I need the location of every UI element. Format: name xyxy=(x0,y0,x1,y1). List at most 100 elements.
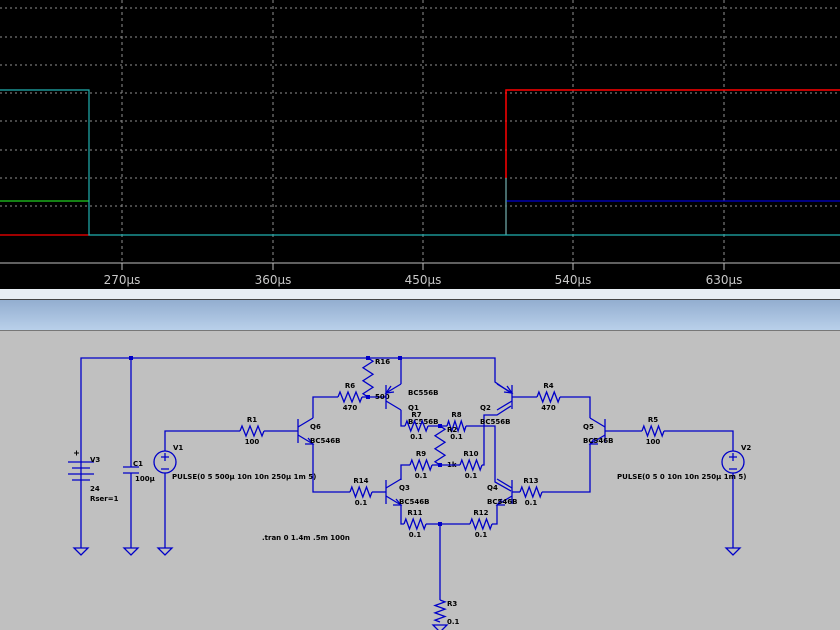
resistor-value: 0.1 xyxy=(409,531,422,539)
resistor-name: R8 xyxy=(451,411,461,419)
transistor-model: BC556B xyxy=(408,389,438,397)
schematic-title-bar[interactable] xyxy=(0,300,840,331)
transistor-lead xyxy=(385,495,402,506)
resistor-r4[interactable] xyxy=(536,390,561,404)
polarity-icon xyxy=(729,453,737,470)
transistor-name: Q3 xyxy=(399,484,410,492)
resistor-r12[interactable] xyxy=(469,517,493,531)
resistor-name: R1 xyxy=(247,416,257,424)
resistor-r6[interactable] xyxy=(337,390,363,404)
trace-cyan xyxy=(0,89,840,236)
junction-dot xyxy=(398,356,402,360)
resistor-r16[interactable] xyxy=(361,357,375,398)
transistor-lead xyxy=(385,383,402,394)
transistor-lead xyxy=(385,478,402,489)
resistor-value: 0.1 xyxy=(447,618,460,626)
transistor-lead xyxy=(297,434,314,445)
resistor-r13[interactable] xyxy=(519,485,543,499)
transistor-model: BC546B xyxy=(583,437,613,445)
transistor-lead xyxy=(495,498,505,506)
resistor-r2[interactable] xyxy=(433,425,447,466)
resistor-value: 100 xyxy=(245,438,260,446)
wire xyxy=(492,505,498,525)
resistor-value: 0.1 xyxy=(415,472,428,480)
label: C1 xyxy=(133,460,143,468)
source-name: V2 xyxy=(741,444,751,452)
resistor-r3[interactable] xyxy=(433,599,447,623)
x-tick-label: 540µs xyxy=(555,273,592,287)
wire xyxy=(560,396,591,418)
resistor-name: R12 xyxy=(473,509,488,517)
transistor-lead xyxy=(588,437,598,445)
transistor-lead xyxy=(496,495,513,506)
resistor-value: 470 xyxy=(343,404,358,412)
ground-symbol xyxy=(156,547,174,556)
junction-dot xyxy=(438,463,442,467)
wire xyxy=(400,464,410,480)
source-name: V1 xyxy=(173,444,183,452)
transistor-q4[interactable] xyxy=(495,478,513,506)
resistor-name: R6 xyxy=(345,382,355,390)
resistor-name: R11 xyxy=(407,509,422,517)
resistor-name: R4 xyxy=(543,382,553,390)
resistor-r7[interactable] xyxy=(404,419,429,433)
resistor-value: 0.1 xyxy=(465,472,478,480)
transistor-name: Q2 xyxy=(480,404,491,412)
label: Rser=1 xyxy=(90,495,119,503)
resistor-name: R5 xyxy=(648,416,658,424)
transistor-lead xyxy=(496,383,513,394)
capacitor-c1[interactable] xyxy=(123,466,139,474)
source-value: PULSE(0 5 500µ 10n 10n 250µ 1m 5) xyxy=(172,473,316,481)
resistor-value: 100 xyxy=(646,438,661,446)
resistor-r1[interactable] xyxy=(239,424,265,438)
battery-v3[interactable] xyxy=(68,461,94,481)
resistor-r5[interactable] xyxy=(641,424,665,438)
resistor-r11[interactable] xyxy=(403,517,427,531)
source-value: PULSE(0 5 0 10n 10n 250µ 1m 5) xyxy=(617,473,746,481)
resistor-name: R10 xyxy=(463,450,478,458)
resistor-r9[interactable] xyxy=(409,458,433,472)
transistor-lead xyxy=(384,385,395,394)
ground-symbol xyxy=(724,547,742,556)
label: 24 xyxy=(90,485,100,493)
transistor-name: Q1 xyxy=(408,404,419,412)
transistor-lead xyxy=(589,417,606,428)
x-tick-label: 450µs xyxy=(405,273,442,287)
resistor-name: R9 xyxy=(416,450,426,458)
transistor-lead xyxy=(385,400,402,411)
x-tick-label: 630µs xyxy=(706,273,743,287)
transistor-lead xyxy=(496,478,513,489)
transistor-q1[interactable] xyxy=(384,383,402,411)
resistor-r8[interactable] xyxy=(446,418,467,434)
wire xyxy=(664,430,734,451)
plus-icon xyxy=(74,450,79,456)
wire xyxy=(312,444,350,493)
wire xyxy=(482,405,512,466)
resistor-name: R14 xyxy=(353,477,368,485)
resistor-value: 0.1 xyxy=(475,531,488,539)
transistor-lead xyxy=(496,400,513,411)
resistor-value: 0.1 xyxy=(525,499,538,507)
polarity-icon xyxy=(161,453,169,470)
transistor-model: BC546B xyxy=(310,437,340,445)
label: 100µ xyxy=(135,475,155,483)
wire xyxy=(312,396,338,418)
wire xyxy=(466,425,512,492)
resistor-value: 0.1 xyxy=(355,499,368,507)
resistor-value: 470 xyxy=(541,404,556,412)
ground-symbol xyxy=(431,624,449,630)
wire xyxy=(542,444,591,493)
transistor-model: BC556B xyxy=(480,418,510,426)
transistor-name: Q6 xyxy=(310,423,321,431)
resistor-r10[interactable] xyxy=(459,458,483,472)
resistor-r14[interactable] xyxy=(349,485,373,499)
supply-rail xyxy=(80,357,512,548)
trace-red xyxy=(505,89,840,235)
resistor-name: R7 xyxy=(411,411,421,419)
ground-symbol xyxy=(72,547,90,556)
label: V3 xyxy=(90,456,100,464)
resistor-value: 500 xyxy=(375,393,390,401)
